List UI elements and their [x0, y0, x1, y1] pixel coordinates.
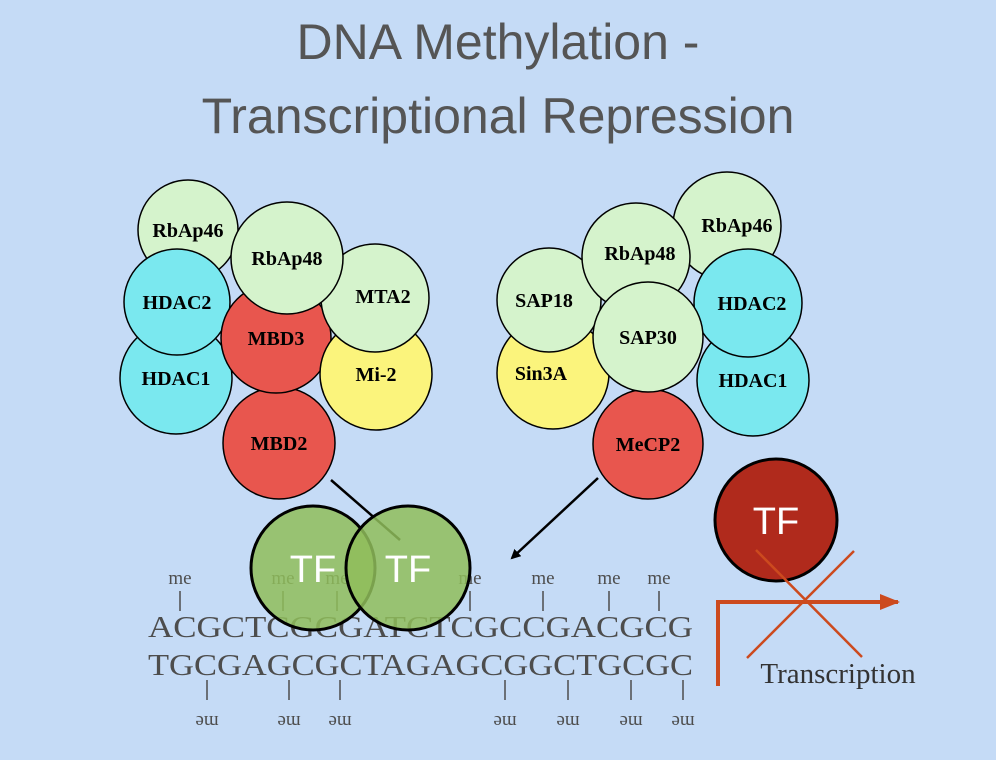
- left-hdac2-protein: HDAC2: [123, 248, 231, 356]
- svg-text:RbAp48: RbAp48: [251, 248, 322, 270]
- free-tf-factor: TF: [713, 457, 839, 583]
- methyl-mark-bottom: me: [277, 711, 300, 732]
- svg-text:TF: TF: [385, 549, 431, 591]
- tf-factor-left: TF: [249, 504, 377, 632]
- transcription-start-arrow: [716, 594, 900, 686]
- svg-text:MBD2: MBD2: [251, 433, 308, 455]
- svg-text:RbAp46: RbAp46: [152, 220, 223, 242]
- svg-text:MTA2: MTA2: [355, 286, 410, 308]
- methyl-mark-top: me: [647, 568, 670, 589]
- svg-text:TF: TF: [290, 549, 336, 591]
- right-sap30-protein: SAP30: [592, 281, 704, 393]
- tf-factor-right: TF: [344, 504, 472, 632]
- left-hdac1-protein: HDAC1: [119, 321, 233, 435]
- svg-text:SAP30: SAP30: [619, 327, 677, 349]
- svg-text:HDAC1: HDAC1: [142, 368, 211, 390]
- left-mbd2-protein: MBD2: [222, 386, 336, 500]
- methyl-mark-bottom: me: [493, 711, 516, 732]
- svg-text:RbAp48: RbAp48: [604, 243, 675, 265]
- transcription-label: Transcription: [760, 658, 916, 690]
- methyl-mark-bottom: me: [556, 711, 579, 732]
- methyl-mark-bottom: me: [619, 711, 642, 732]
- left-repressor-complex: RbAp46 HDAC1 HDAC2 MBD2 MBD3 Mi-2: [119, 179, 433, 500]
- right-repressor-complex: RbAp46 HDAC1 HDAC2 Sin3A MeCP2 SAP18: [496, 171, 810, 500]
- right-complex-arrow: [510, 477, 599, 560]
- right-mecp2-protein: MeCP2: [592, 388, 704, 500]
- svg-text:HDAC2: HDAC2: [143, 292, 212, 314]
- left-rbap48-protein: RbAp48: [230, 201, 344, 315]
- svg-text:MBD3: MBD3: [248, 328, 305, 350]
- svg-text:SAP18: SAP18: [515, 290, 573, 312]
- methyl-mark-top: me: [531, 568, 554, 589]
- svg-text:Sin3A: Sin3A: [515, 363, 568, 385]
- transcription-blocked-cross: [746, 549, 863, 659]
- methyl-mark-bottom: me: [328, 711, 351, 732]
- svg-text:Mi-2: Mi-2: [355, 364, 396, 386]
- methyl-mark-top: me: [168, 568, 191, 589]
- svg-text:HDAC2: HDAC2: [718, 293, 787, 315]
- svg-text:MeCP2: MeCP2: [616, 434, 680, 456]
- bottom-strand-methyl-marks: me me me me me me me: [195, 680, 695, 732]
- svg-text:TF: TF: [753, 501, 799, 543]
- right-hdac2-protein: HDAC2: [693, 248, 803, 358]
- left-mi2-protein: Mi-2: [319, 317, 433, 431]
- methyl-mark-bottom: me: [671, 711, 694, 732]
- methyl-mark-bottom: me: [195, 711, 218, 732]
- svg-text:RbAp46: RbAp46: [701, 215, 772, 237]
- slide-title-line-2: Transcriptional Repression: [201, 88, 795, 144]
- right-sap18-protein: SAP18: [496, 247, 602, 353]
- slide-title-line-1: DNA Methylation -: [296, 14, 700, 70]
- svg-text:HDAC1: HDAC1: [719, 370, 788, 392]
- dna-bottom-strand: TGCGAGCGCTAGAGCGGCTGCGC: [148, 647, 693, 682]
- methyl-mark-top: me: [597, 568, 620, 589]
